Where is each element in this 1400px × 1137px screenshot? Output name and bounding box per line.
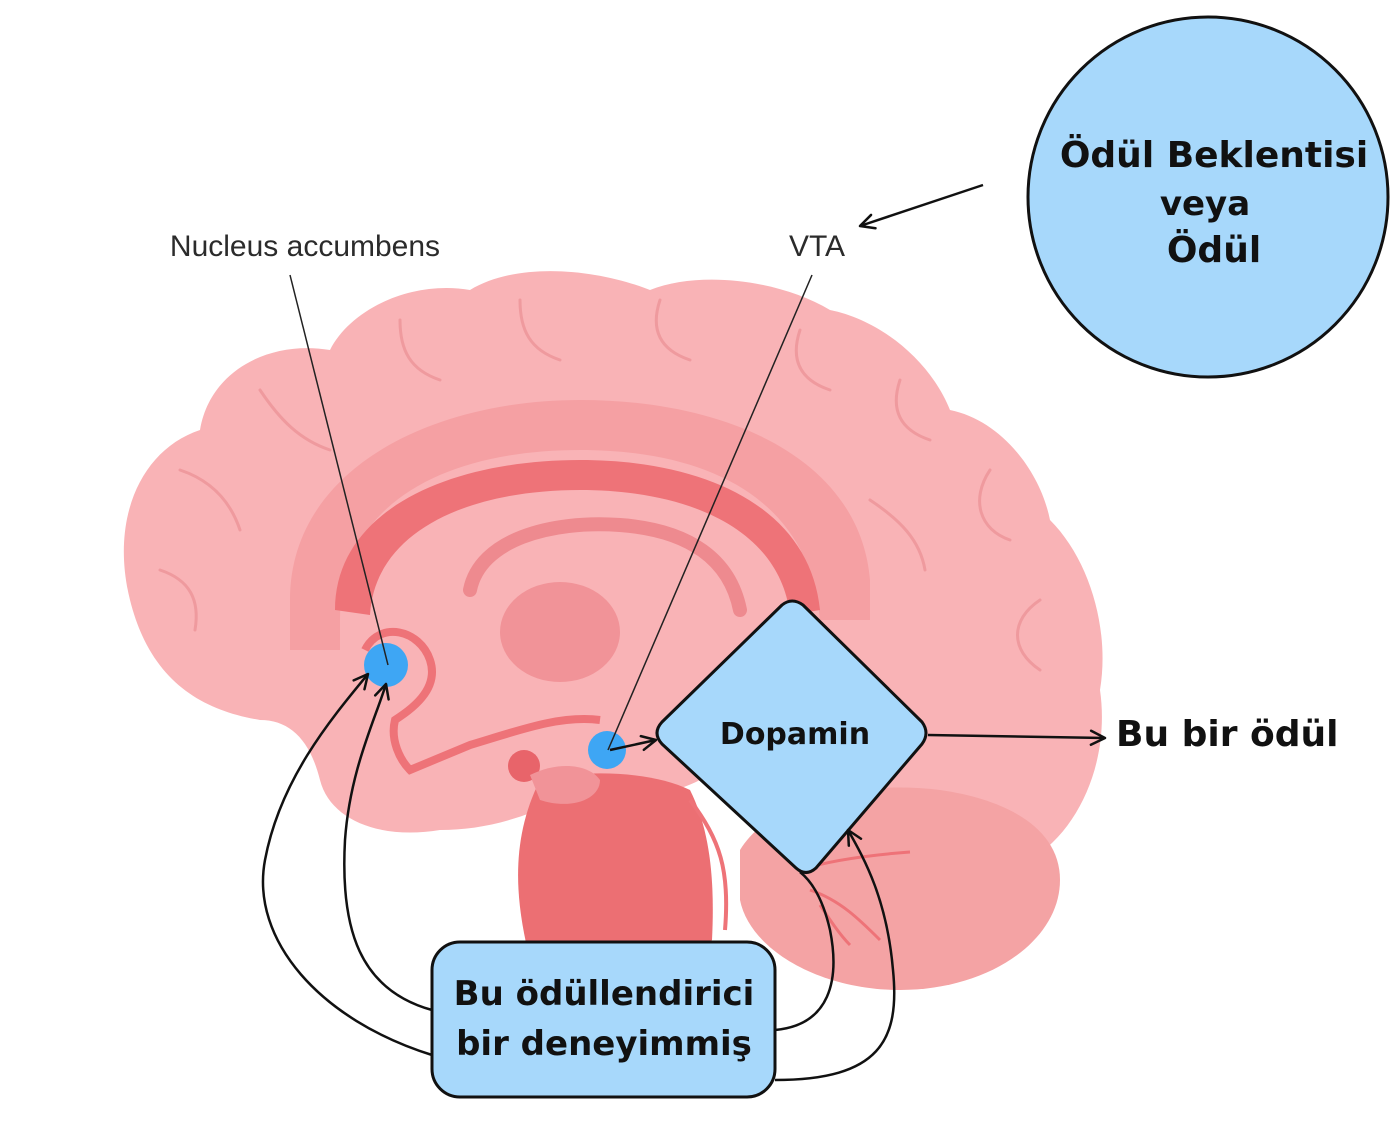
mammillary-body <box>508 750 540 782</box>
box-to-dopamine-arrow-inner <box>774 871 835 1032</box>
dopamine-label: Dopamin <box>720 717 870 752</box>
vta-label: VTA <box>789 230 845 263</box>
experience-line1: Bu ödüllendirici <box>454 974 755 1014</box>
thalamus <box>500 582 620 682</box>
hypothalamus-outline <box>361 628 601 775</box>
gyri-lines <box>158 298 1042 672</box>
nucleus-accumbens-pointer <box>289 274 389 666</box>
box-to-accumbens-arrow-outer <box>261 672 433 1057</box>
fornix <box>463 517 747 617</box>
this-is-reward-label: Bu bir ödül <box>1116 714 1338 755</box>
reward-circle-line3: Ödül <box>1167 229 1261 271</box>
vta-dot <box>588 731 626 769</box>
reward-expectation-circle <box>1026 15 1390 379</box>
dopamine-diamond <box>655 599 928 874</box>
brain-illustration <box>123 271 1103 990</box>
reward-circle-line1: Ödül Beklentisi <box>1060 134 1368 176</box>
cingulate-band <box>290 400 870 650</box>
brainstem <box>518 773 713 960</box>
nucleus-accumbens-label: Nucleus accumbens <box>170 230 440 263</box>
vta-to-dopamine-arrow <box>609 734 658 752</box>
corpus-callosum <box>335 460 820 615</box>
box-to-accumbens-arrow-inner <box>343 682 433 1012</box>
experience-box <box>430 940 777 1099</box>
vta-pointer <box>607 274 813 751</box>
pons <box>530 765 600 804</box>
dopamine-to-reward-arrow <box>927 729 1107 747</box>
vessel <box>688 798 729 931</box>
nucleus-accumbens-dot <box>364 643 408 687</box>
reward-circle-line2: veya <box>1160 184 1250 224</box>
box-to-dopamine-arrow-outer <box>774 828 896 1082</box>
experience-line2: bir deneyimmiş <box>456 1024 752 1064</box>
circle-to-vta-arrow <box>858 183 984 230</box>
